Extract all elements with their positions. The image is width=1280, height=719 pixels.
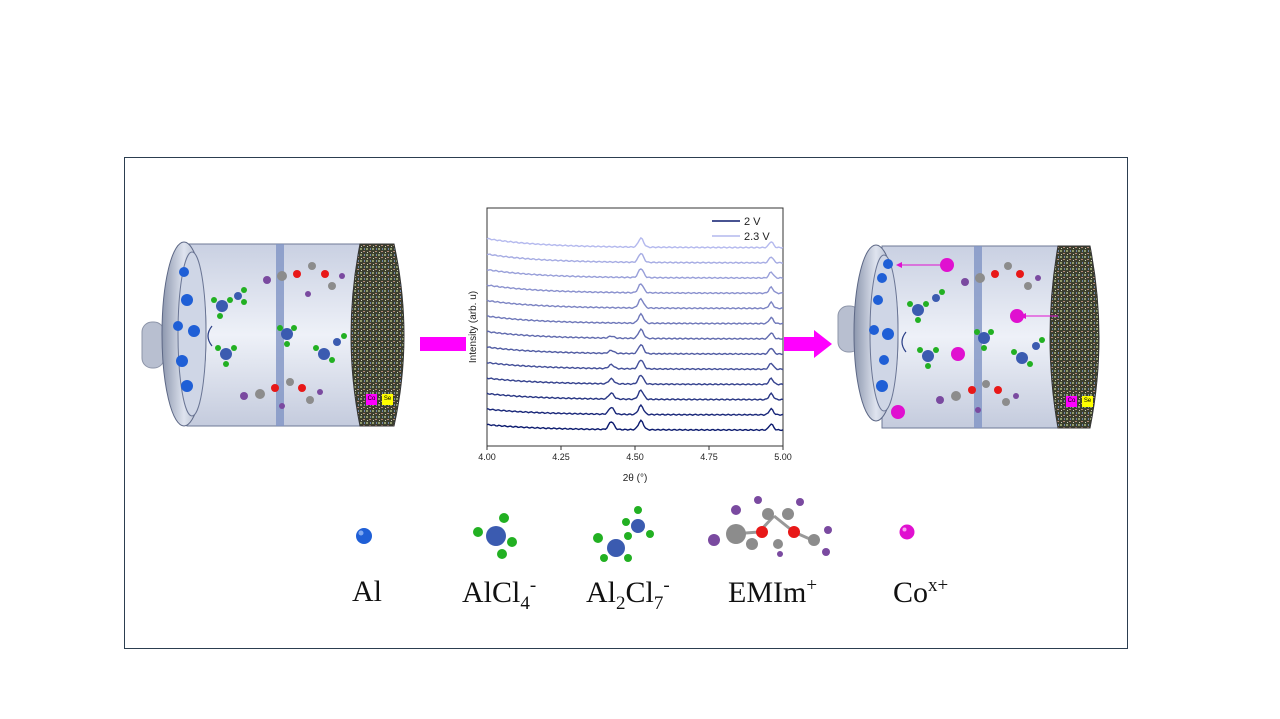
battery-after xyxy=(837,244,1100,429)
cathode-badge-co-right: Co xyxy=(1066,396,1077,407)
x-tick-label: 4.25 xyxy=(552,452,570,462)
cathode-badge-se-right: Se xyxy=(1082,396,1093,407)
label-al2cl7: Al2Cl7- xyxy=(586,575,670,614)
cathode-badge-co-left: Co xyxy=(366,394,377,405)
xrd-curve xyxy=(486,268,784,280)
alcl4-molecule-icon xyxy=(473,513,517,559)
xrd-curve xyxy=(486,328,784,341)
al-atom-icon xyxy=(356,528,372,544)
xrd-curve xyxy=(486,389,784,401)
label-alcl4: AlCl4- xyxy=(462,575,537,614)
cathode-badge-se-left: Se xyxy=(382,394,393,405)
label-co: Cox+ xyxy=(893,575,949,609)
xrd-curve xyxy=(486,403,784,417)
al2cl7-molecule-icon xyxy=(593,506,654,562)
label-emim: EMIm+ xyxy=(728,575,818,609)
xrd-curve xyxy=(486,374,784,386)
chart-x-ticks: 4.00 4.25 4.50 4.75 5.00 xyxy=(478,446,792,462)
y-axis-label: Intensity (arb. u) xyxy=(468,291,479,363)
x-tick-label: 4.50 xyxy=(626,452,644,462)
xrd-curve xyxy=(486,297,783,310)
arrow-from-chart xyxy=(784,330,832,358)
battery-before xyxy=(141,241,405,427)
x-tick-label: 4.75 xyxy=(700,452,718,462)
label-al: Al xyxy=(352,575,382,608)
x-tick-label: 4.00 xyxy=(478,452,496,462)
xrd-curve xyxy=(486,252,784,264)
xrd-curve xyxy=(486,236,784,249)
legend-label-2-3v: 2.3 V xyxy=(744,231,770,243)
chart-legend: 2 V 2.3 V xyxy=(712,216,770,243)
xrd-curve xyxy=(486,343,784,356)
x-tick-label: 5.00 xyxy=(774,452,792,462)
x-axis-label: 2θ (°) xyxy=(623,473,648,484)
chart-curves xyxy=(486,236,784,432)
legend-label-2v: 2 V xyxy=(744,216,761,228)
cobalt-ion-icon xyxy=(899,524,915,540)
xrd-curve xyxy=(486,359,784,371)
arrow-to-chart xyxy=(420,337,466,351)
figure-frame xyxy=(124,157,1128,649)
xrd-chart: 4.00 4.25 4.50 4.75 5.00 2θ (°) Intensity (a… xyxy=(468,207,792,484)
emim-cation-icon xyxy=(708,496,832,557)
xrd-curve xyxy=(486,419,784,432)
xrd-curve xyxy=(486,283,784,295)
xrd-curve xyxy=(486,312,784,325)
